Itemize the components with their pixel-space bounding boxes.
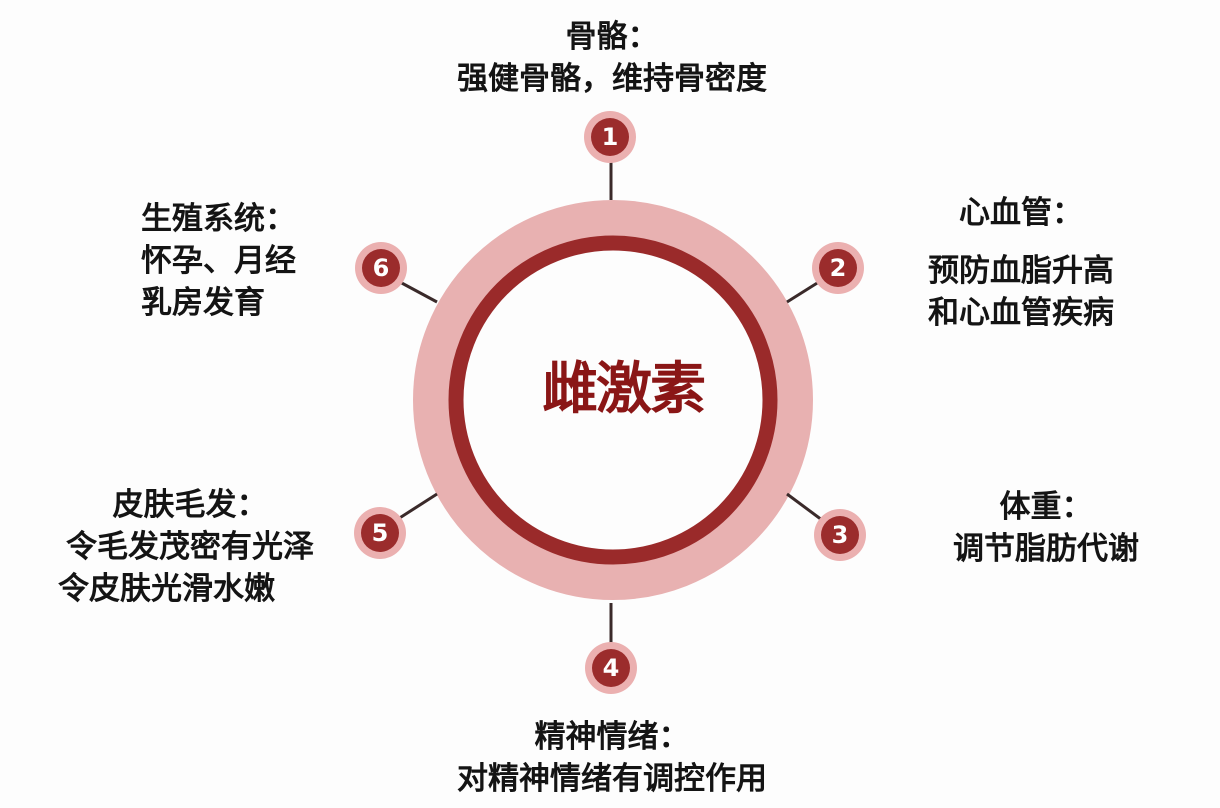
label-cardio-line-2: 和心血管疾病 [928, 295, 1114, 331]
badge-number-5: 5 [371, 519, 389, 547]
label-cardio: 心血管： 预防血脂升高 和心血管疾病 [910, 192, 1132, 334]
badge-2 [812, 242, 864, 294]
label-weight: 体重： 调节脂肪代谢 [935, 486, 1157, 570]
label-reproductive: 生殖系统： 怀孕、月经 乳房发育 [141, 198, 341, 324]
badge-number-1: 1 [601, 123, 619, 151]
connector-3 [786, 492, 823, 522]
badge-number-2: 2 [829, 254, 847, 282]
center-label: 雌激素 [542, 357, 706, 422]
badge-1 [584, 111, 636, 163]
label-cardio-line-1: 预防血脂升高 [928, 253, 1114, 289]
label-bone-title: 骨骼： [565, 19, 659, 55]
label-mood: 精神情绪： 对精神情绪有调控作用 [412, 716, 812, 800]
connector-2 [786, 278, 823, 304]
connector-6 [397, 279, 438, 304]
badge-3 [814, 509, 866, 561]
label-skin-hair-title: 皮肤毛发： [112, 487, 268, 523]
label-bone: 骨骼： 强健骨骼，维持骨密度 [412, 16, 812, 100]
badge-6 [355, 242, 407, 294]
label-skin-hair-line-2: 令皮肤光滑水嫩 [58, 571, 275, 607]
outer-ring [413, 200, 813, 600]
badge-5 [354, 507, 406, 559]
label-reproductive-title: 生殖系统： [141, 201, 296, 237]
label-mood-line-1: 对精神情绪有调控作用 [457, 761, 767, 797]
connector-5 [397, 492, 438, 521]
label-bone-line-1: 强健骨骼，维持骨密度 [457, 61, 767, 97]
label-skin-hair: 皮肤毛发： 令毛发茂密有光泽 令皮肤光滑水嫩 [40, 484, 340, 610]
label-reproductive-line-2: 乳房发育 [141, 285, 265, 321]
label-weight-line-1: 调节脂肪代谢 [953, 531, 1139, 567]
label-skin-hair-line-1: 令毛发茂密有光泽 [66, 529, 314, 565]
badge-4 [585, 642, 637, 694]
badge-number-6: 6 [372, 254, 390, 282]
inner-ring [448, 235, 778, 565]
badge-number-3: 3 [831, 521, 849, 549]
badge-number-4: 4 [602, 654, 620, 682]
label-cardio-title: 心血管： [959, 195, 1083, 231]
label-mood-title: 精神情绪： [534, 719, 690, 755]
label-weight-title: 体重： [999, 489, 1093, 525]
label-reproductive-line-1: 怀孕、月经 [141, 243, 296, 279]
